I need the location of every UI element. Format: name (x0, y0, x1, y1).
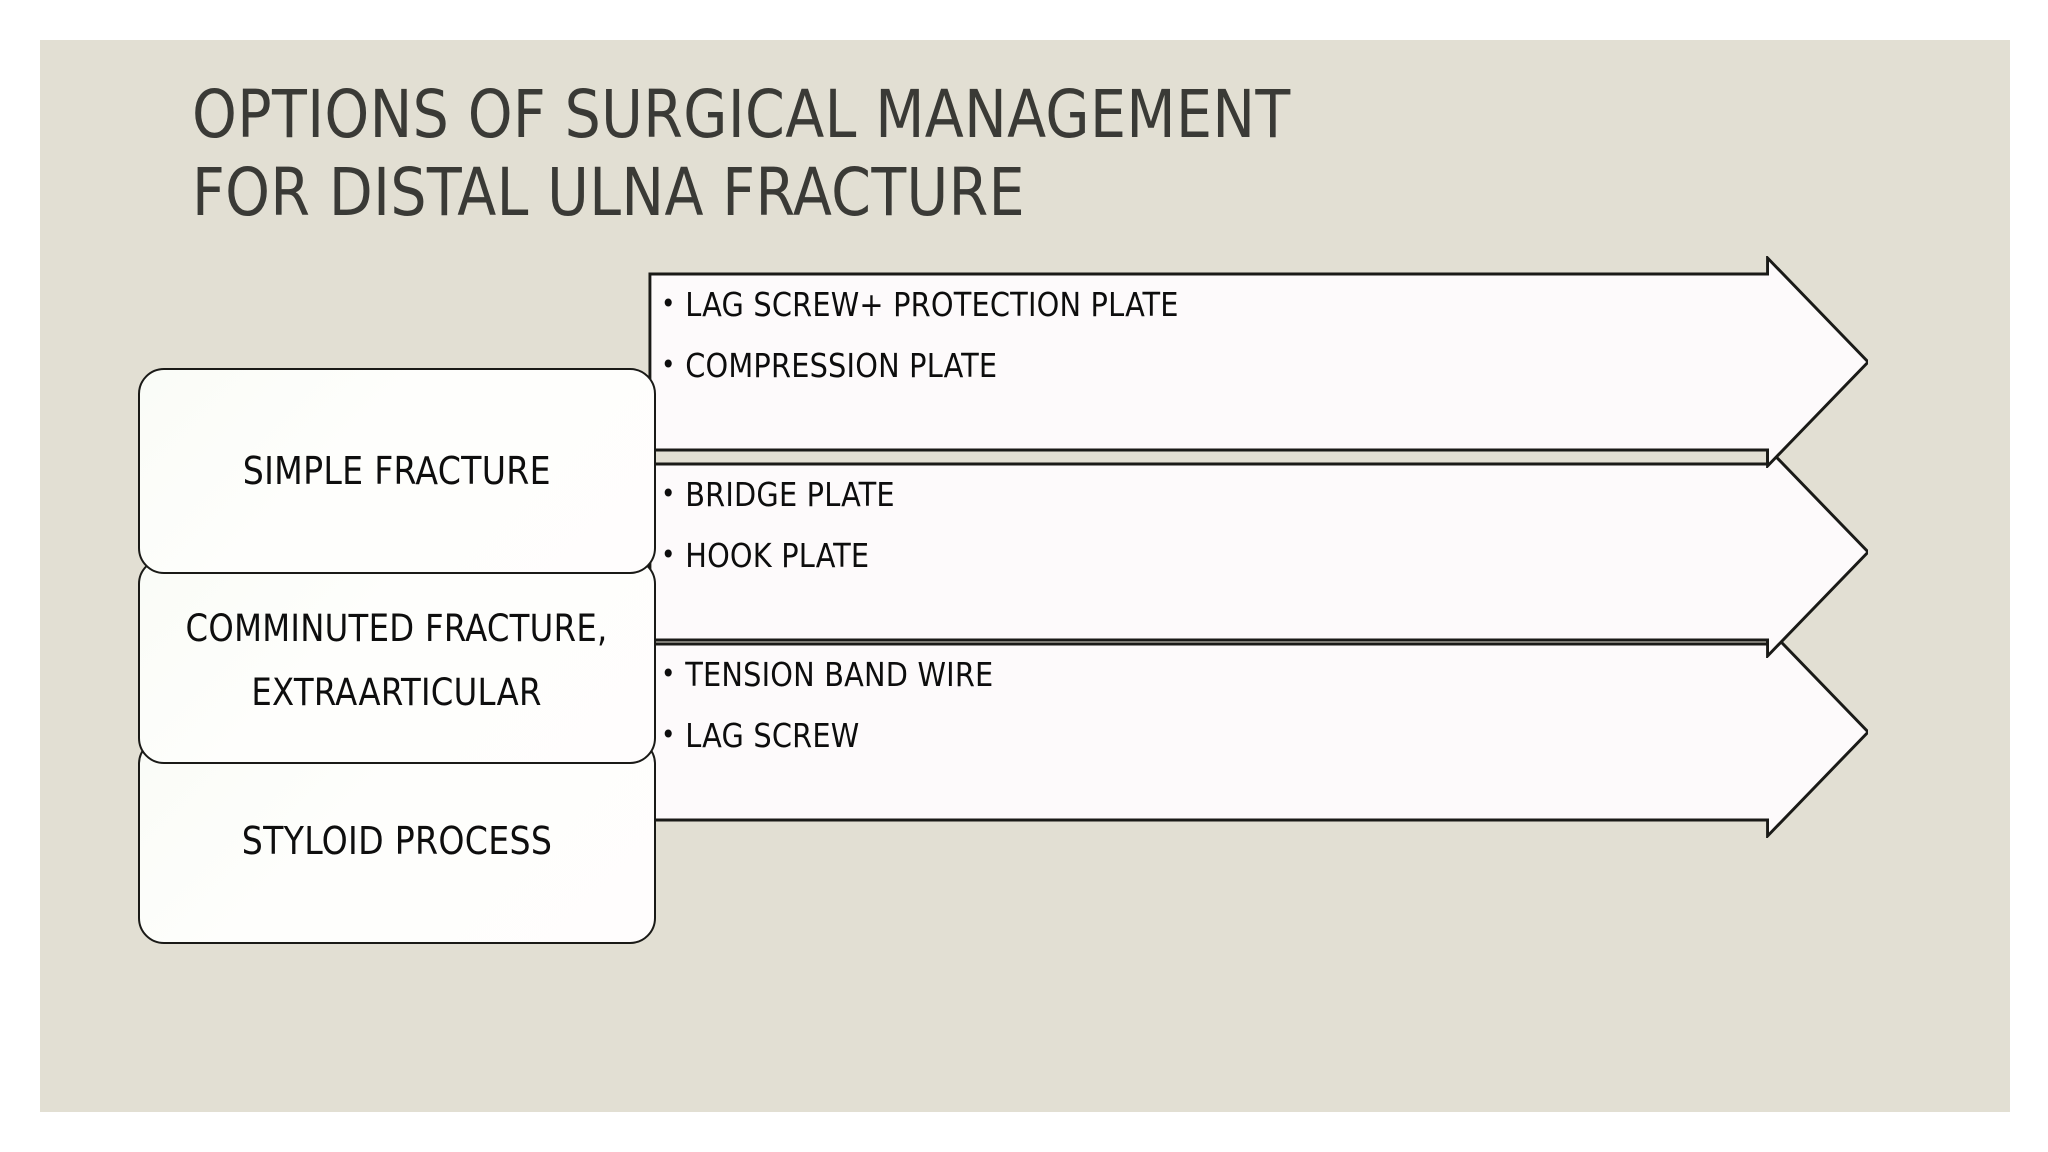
process-row: LAG SCREW+ PROTECTION PLATE COMPRESSION … (40, 256, 2010, 574)
category-label: STYLOID PROCESS (241, 819, 553, 863)
list-item: HOOK PLATE (660, 536, 1737, 575)
page-title: OPTIONS OF SURGICAL MANAGEMENT FOR DISTA… (192, 76, 1291, 231)
list-item: COMPRESSION PLATE (660, 346, 1737, 385)
list-item: LAG SCREW (660, 716, 1737, 755)
options-list: TENSION BAND WIRE LAG SCREW (660, 634, 1770, 830)
process-row: TENSION BAND WIRE LAG SCREW STYLOID PROC… (40, 626, 2010, 944)
list-item: LAG SCREW+ PROTECTION PLATE (660, 285, 1737, 324)
options-list: BRIDGE PLATE HOOK PLATE (660, 454, 1770, 650)
process-row: BRIDGE PLATE HOOK PLATE COMMINUTED FRACT… (40, 446, 2010, 764)
list-item: BRIDGE PLATE (660, 475, 1737, 514)
slide-canvas: OPTIONS OF SURGICAL MANAGEMENT FOR DISTA… (40, 40, 2010, 1112)
category-box[interactable]: STYLOID PROCESS (138, 738, 656, 944)
category-label: COMMINUTED FRACTURE, EXTRAARTICULAR (185, 607, 609, 714)
category-label: SIMPLE FRACTURE (242, 449, 552, 493)
category-box[interactable]: COMMINUTED FRACTURE, EXTRAARTICULAR (138, 558, 656, 764)
options-list: LAG SCREW+ PROTECTION PLATE COMPRESSION … (660, 264, 1770, 460)
list-item: TENSION BAND WIRE (660, 655, 1737, 694)
category-box[interactable]: SIMPLE FRACTURE (138, 368, 656, 574)
